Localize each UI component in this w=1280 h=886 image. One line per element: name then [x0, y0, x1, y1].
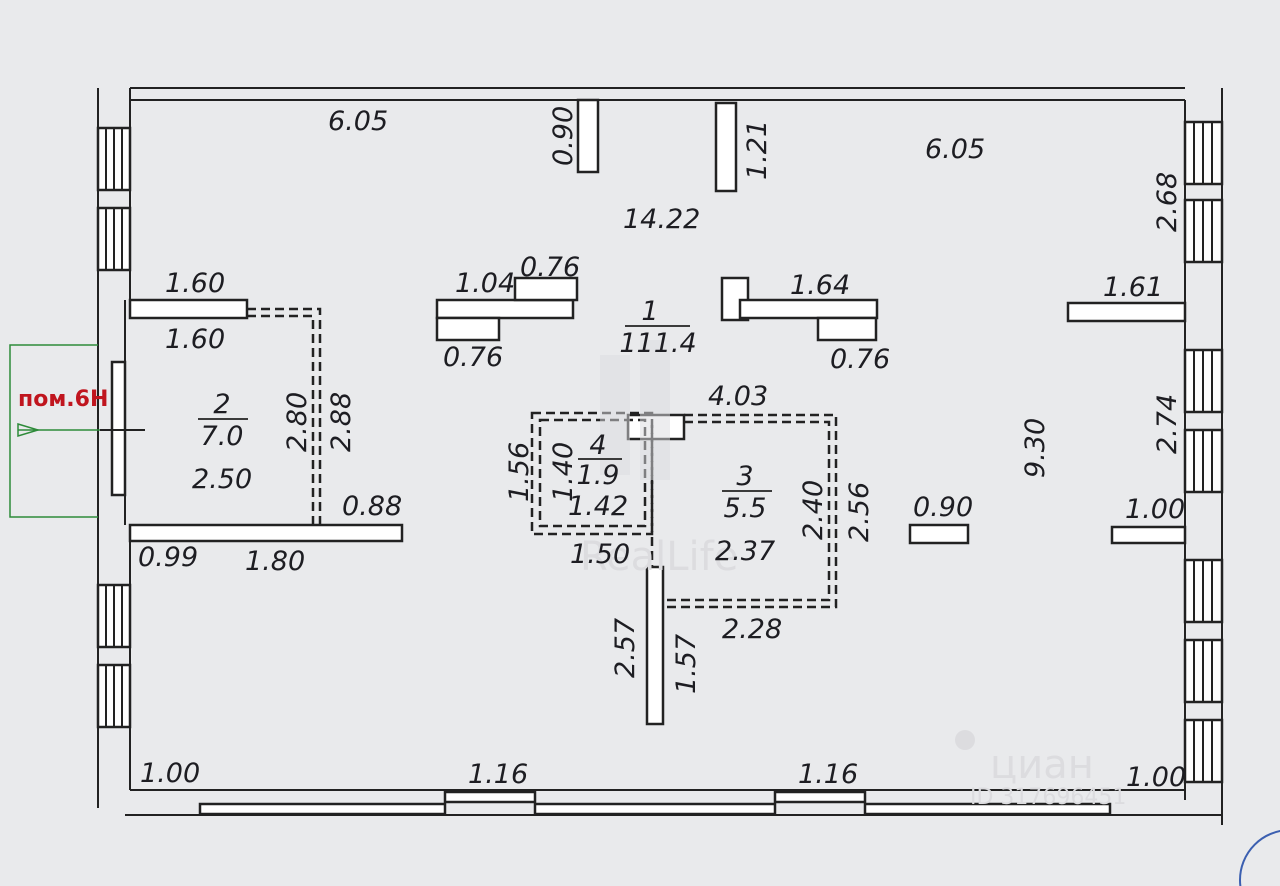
right-windows — [1183, 120, 1224, 784]
dim-1-60-a: 1.60 — [165, 268, 225, 299]
room-3-area: 5.5 — [724, 493, 767, 524]
watermarks: RealLife циан ID 317696451 — [580, 340, 1126, 810]
room-2-area: 7.0 — [201, 421, 244, 452]
dim-0-88: 0.88 — [342, 491, 402, 522]
dim-1-42: 1.42 — [568, 491, 628, 522]
room-2-number: 2 — [213, 389, 230, 420]
dim-2-80: 2.80 — [282, 392, 313, 452]
dim-2-28: 2.28 — [722, 614, 782, 645]
interior-walls — [110, 98, 1187, 726]
dim-top-right: 6.05 — [925, 134, 985, 165]
dim-14-22: 14.22 — [623, 204, 700, 235]
room-labels: 1 111.4 2 7.0 3 5.5 4 1.9 — [198, 296, 772, 524]
room-1-area: 111.4 — [619, 328, 696, 359]
room-1-number: 1 — [641, 296, 658, 327]
dim-2-56: 2.56 — [844, 482, 875, 542]
dim-0-76-a: 0.76 — [520, 252, 580, 283]
vertical-dimension-labels: 0.90 1.21 2.68 2.80 2.88 1.56 1.40 2.40 … — [282, 106, 1183, 694]
room-4-number: 4 — [589, 430, 606, 461]
dim-2-68: 2.68 — [1152, 172, 1183, 232]
dim-1-00-bl: 1.00 — [140, 758, 200, 789]
dim-top-left: 6.05 — [328, 106, 388, 137]
watermark-cian-id: ID 317696451 — [970, 785, 1126, 810]
dim-1-16-a: 1.16 — [468, 759, 528, 790]
dim-0-90-mid: 0.90 — [913, 492, 973, 523]
location-pin-icon — [955, 730, 975, 750]
dim-top-1-21: 1.21 — [742, 120, 773, 180]
neighbor-marker: пом.6Н — [9, 344, 145, 518]
left-windows — [96, 126, 132, 729]
dim-1-80: 1.80 — [245, 546, 305, 577]
dimension-labels: 6.05 6.05 14.22 1.60 1.60 1.04 0.76 0.76… — [138, 106, 1186, 793]
dim-2-40: 2.40 — [798, 480, 829, 540]
dim-1-50: 1.50 — [570, 539, 630, 570]
room-4-area: 1.9 — [577, 460, 620, 491]
dim-1-56: 1.56 — [504, 442, 535, 502]
dim-1-00-right: 1.00 — [1125, 494, 1185, 525]
arrow-left-icon — [17, 422, 41, 438]
dim-0-76-c: 0.76 — [830, 344, 890, 375]
watermark-realife: RealLife — [580, 534, 738, 580]
dim-4-03: 4.03 — [708, 381, 768, 412]
dim-1-04: 1.04 — [455, 268, 515, 299]
dim-1-60-b: 1.60 — [165, 324, 225, 355]
dim-9-30: 9.30 — [1020, 418, 1051, 478]
dim-top-0-90: 0.90 — [548, 106, 579, 166]
dim-1-40: 1.40 — [548, 442, 579, 502]
dim-2-57: 2.57 — [610, 618, 641, 678]
dim-1-61: 1.61 — [1103, 272, 1163, 303]
dim-2-88: 2.88 — [326, 392, 357, 452]
dim-1-00-br: 1.00 — [1126, 762, 1186, 793]
room-3-number: 3 — [736, 461, 753, 492]
dim-1-64: 1.64 — [790, 270, 850, 301]
stamp — [1239, 830, 1280, 886]
dim-2-74: 2.74 — [1152, 394, 1183, 454]
dim-0-76-b: 0.76 — [443, 342, 503, 373]
neighbor-label: пом.6Н — [18, 387, 108, 412]
dim-1-57: 1.57 — [671, 634, 702, 694]
bottom-windows — [198, 790, 1112, 816]
dim-0-99: 0.99 — [138, 542, 198, 573]
dim-1-16-b: 1.16 — [798, 759, 858, 790]
watermark-cian: циан — [990, 742, 1094, 788]
dim-2-37: 2.37 — [715, 536, 775, 567]
dim-2-50: 2.50 — [192, 464, 252, 495]
